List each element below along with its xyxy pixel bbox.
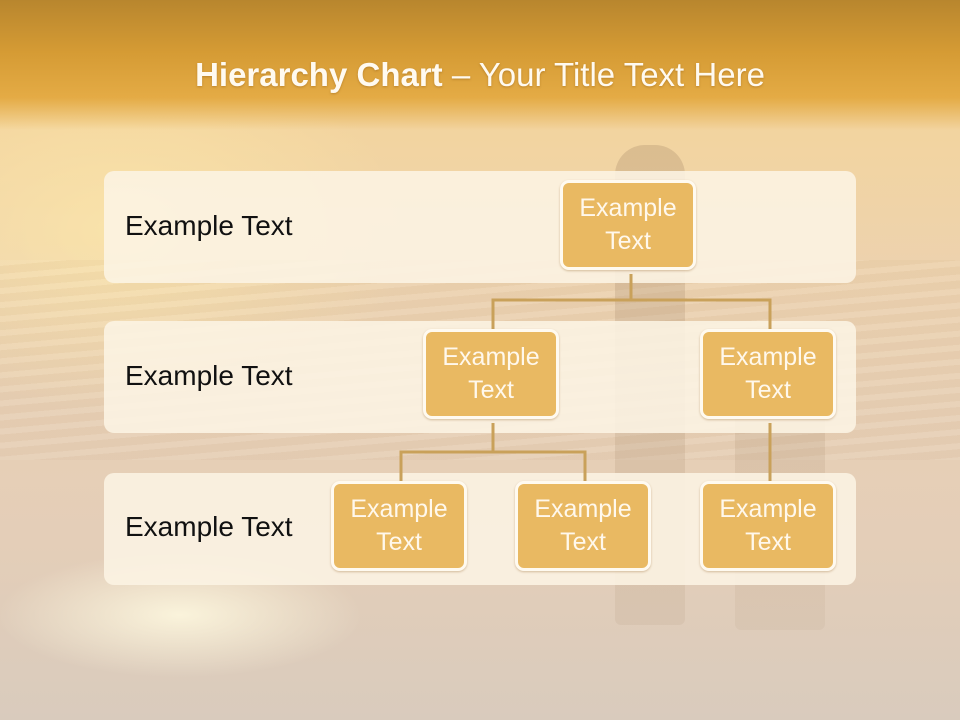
node-l3a-line2: Text: [376, 528, 422, 556]
level-band-1: [104, 171, 856, 283]
slide-title: Hierarchy Chart – Your Title Text Here: [0, 56, 960, 94]
connector-l2a-to-l3b: [493, 450, 587, 482]
title-bold: Hierarchy Chart: [195, 56, 443, 93]
level-label-2: Example Text: [125, 360, 293, 391]
title-rest: – Your Title Text Here: [442, 56, 765, 93]
node-l3c-line1: Example: [719, 495, 817, 523]
node-l2a-line1: Example: [442, 343, 540, 371]
node-l3b-line1: Example: [534, 495, 632, 523]
level-label-1: Example Text: [125, 210, 293, 241]
connector-l2a-to-level3: [399, 423, 495, 482]
node-l3b-line2: Text: [560, 528, 606, 556]
title-bar: [0, 0, 960, 130]
node-l2b-line1: Example: [719, 343, 817, 371]
connector-root-to-l2b: [631, 298, 772, 330]
node-l3c-line2: Text: [745, 528, 791, 556]
node-l2b-line2: Text: [745, 376, 791, 404]
level-label-3: Example Text: [125, 511, 293, 542]
connector-root-to-level2: [491, 274, 633, 330]
node-l3a-line1: Example: [350, 495, 448, 523]
node-root-line2: Text: [605, 227, 651, 255]
node-root-line1: Example: [579, 194, 677, 222]
node-l2a-line2: Text: [468, 376, 514, 404]
